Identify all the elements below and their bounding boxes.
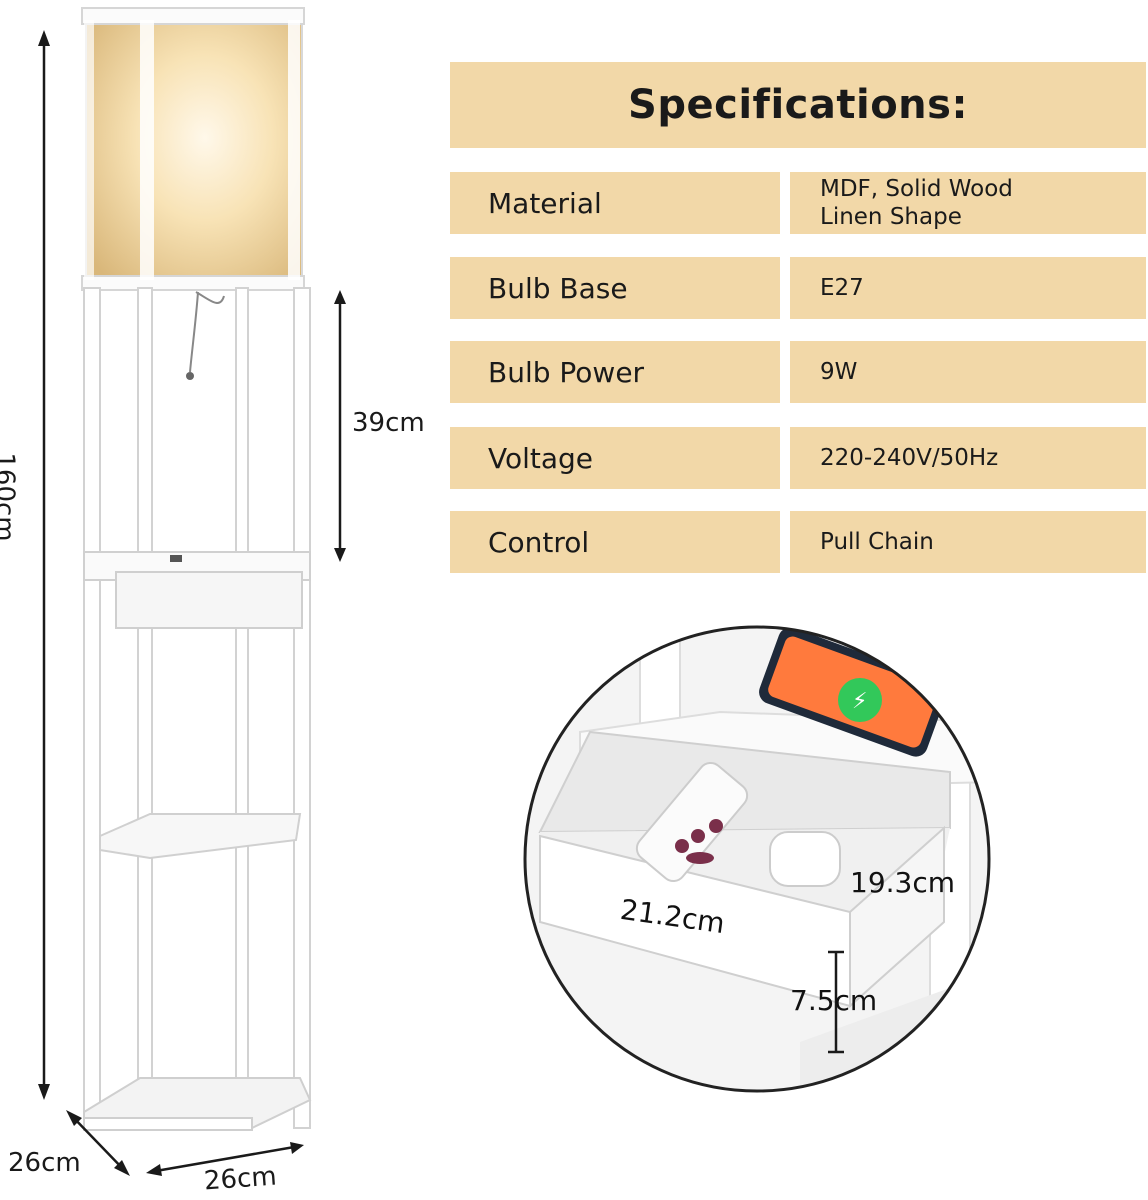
specifications-title: Specifications: xyxy=(628,82,968,128)
middle-shelf xyxy=(99,813,302,860)
depth-dimension-label: 26cm xyxy=(8,1148,81,1178)
phone-icon: ⚡ xyxy=(759,627,947,757)
drawer-front xyxy=(115,571,303,629)
spec-label-control: Control xyxy=(450,511,780,573)
spec-value-bulb-base: E27 xyxy=(790,257,1146,319)
earbuds-case-icon xyxy=(769,831,841,887)
lamp-shade xyxy=(85,19,303,283)
drawer-depth-label: 19.3cm xyxy=(850,866,956,899)
spec-value-voltage: 220-240V/50Hz xyxy=(790,427,1146,489)
width-arrow xyxy=(146,1142,304,1176)
spec-label-voltage: Voltage xyxy=(450,427,780,489)
drawer-height-label: 7.5cm xyxy=(790,984,878,1017)
lamp-frame xyxy=(83,287,311,1129)
svg-text:⚡: ⚡ xyxy=(852,689,867,714)
spec-value-bulb-power: 9W xyxy=(790,341,1146,403)
pull-chain xyxy=(189,291,225,373)
spec-label-material: Material xyxy=(450,172,780,234)
specifications-header: Specifications: xyxy=(450,62,1146,148)
shelf-gap-arrow xyxy=(334,290,346,562)
floor-lamp-illustration xyxy=(38,7,346,1176)
spec-value-control: Pull Chain xyxy=(790,511,1146,573)
width-dimension-label: 26cm xyxy=(203,1161,278,1197)
drawer-detail-circle: ⚡ xyxy=(523,625,991,1093)
shelf-gap-dimension-label: 39cm xyxy=(352,408,425,438)
spec-label-bulb-base: Bulb Base xyxy=(450,257,780,319)
depth-arrow xyxy=(66,1110,130,1176)
spec-label-bulb-power: Bulb Power xyxy=(450,341,780,403)
remote-icon xyxy=(635,761,749,883)
height-arrow xyxy=(38,30,50,1100)
height-dimension-label: 160cm xyxy=(0,452,20,542)
spec-value-material: MDF, Solid Wood Linen Shape xyxy=(790,172,1146,234)
